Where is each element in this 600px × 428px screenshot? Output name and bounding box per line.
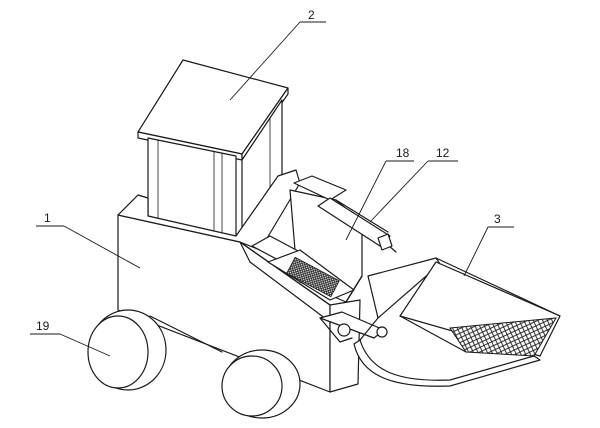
callout-2: 2 bbox=[229, 8, 326, 101]
callout-18-label: 18 bbox=[396, 146, 410, 160]
bucket bbox=[353, 257, 561, 387]
callout-3-label: 3 bbox=[494, 212, 501, 226]
callout-19: 19 bbox=[30, 319, 111, 357]
hydraulic-cylinder bbox=[317, 197, 393, 343]
callout-12: 12 bbox=[369, 146, 458, 223]
callout-19-label: 19 bbox=[36, 319, 50, 333]
callout-18: 18 bbox=[345, 146, 414, 241]
callout-2-label: 2 bbox=[308, 8, 315, 22]
machine-body bbox=[117, 169, 361, 393]
callout-3: 3 bbox=[463, 212, 514, 277]
callout-1: 1 bbox=[36, 211, 141, 269]
rear-wheel bbox=[221, 349, 301, 419]
vent-grille bbox=[286, 256, 340, 298]
callout-12-label: 12 bbox=[436, 146, 450, 160]
front-wheel bbox=[87, 309, 167, 391]
callout-1-label: 1 bbox=[44, 211, 51, 225]
